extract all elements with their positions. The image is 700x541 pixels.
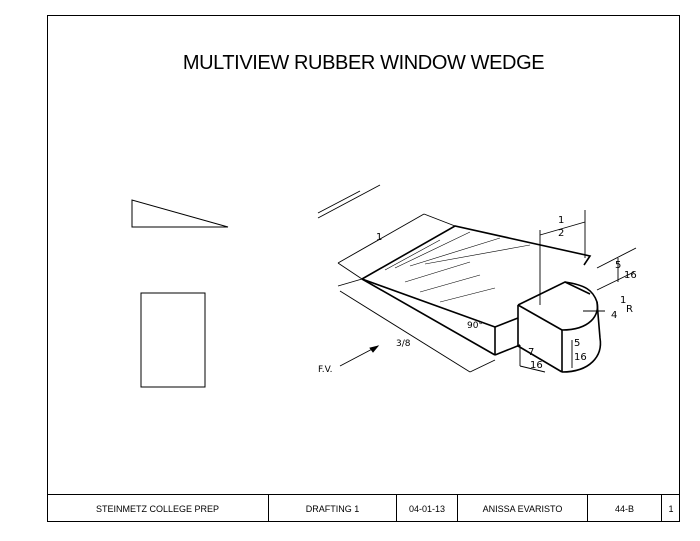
dim-5-16-right-den: 16 [624,270,637,281]
dim-7-16-den: 16 [530,360,543,371]
sheet-number: 1 [668,503,674,514]
dim-angle: 90° [467,321,483,331]
dim-radius-num: 1 [620,295,626,306]
dim-5-16-right-num: 5 [615,260,621,271]
top-view-rectangle [140,292,206,388]
drawing-number: 44-B [588,495,662,522]
dim-half-num: 1 [558,215,564,226]
drawing-sheet: MULTIVIEW RUBBER WINDOW WEDGE [47,15,680,522]
dim-half-den: 2 [558,228,564,239]
school-name: STEINMETZ COLLEGE PREP [47,495,269,522]
dim-5-16-front-num: 5 [574,338,580,349]
drawing-date: 04-01-13 [397,495,458,522]
dim-length: 1 [376,232,382,243]
dim-5-16-front-den: 16 [574,352,587,363]
student-name: ANISSA EVARISTO [458,495,588,522]
drawing-title: MULTIVIEW RUBBER WINDOW WEDGE [182,52,545,74]
dim-3-8: 3/8 [396,339,411,349]
dim-radius-label: R [626,304,633,315]
dim-radius-den: 4 [611,310,617,321]
dim-7-16-num: 7 [528,347,534,358]
front-view-label: F.V. [318,365,332,375]
side-view-triangle [131,199,229,228]
isometric-wedge [361,225,602,373]
course-name: DRAFTING 1 [269,495,397,522]
title-block: STEINMETZ COLLEGE PREP DRAFTING 1 04-01-… [47,494,680,522]
